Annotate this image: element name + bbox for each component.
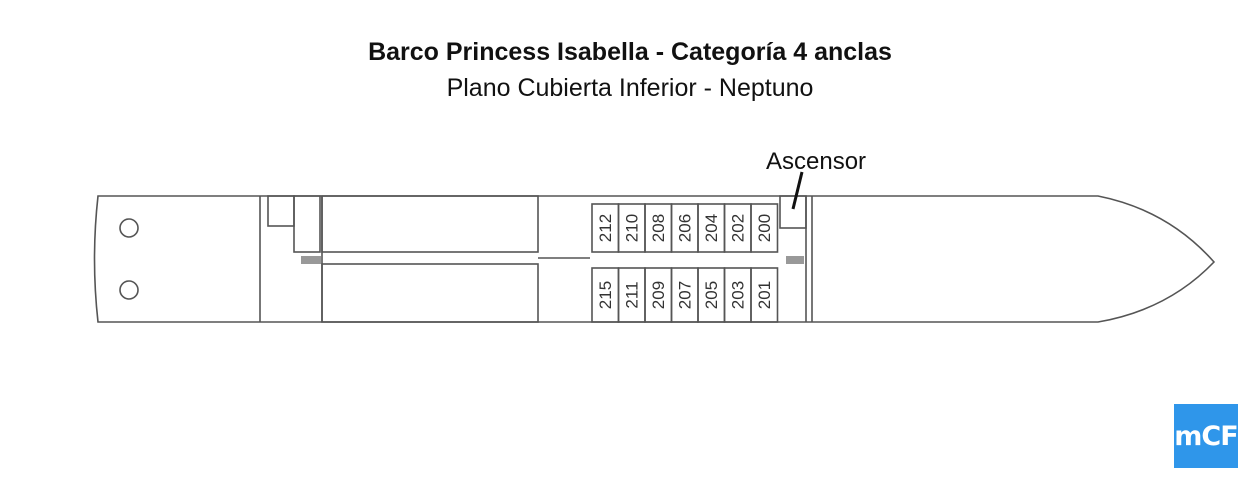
- cabin-number: 205: [702, 281, 721, 309]
- cabin: [750, 267, 779, 323]
- cabin-number: 207: [675, 281, 694, 309]
- stair-marker: [301, 256, 321, 264]
- cabin-number: 204: [702, 214, 721, 242]
- cabin: [750, 203, 779, 253]
- cabin-number: 208: [649, 214, 668, 242]
- cabin-number: 206: [675, 214, 694, 242]
- room-large-top: [321, 195, 539, 253]
- page-subtitle: Plano Cubierta Inferior - Neptuno: [446, 74, 814, 102]
- cabin-number: 209: [649, 281, 668, 309]
- cabin-number: 202: [728, 214, 747, 242]
- cabin-number: 211: [622, 281, 641, 308]
- porthole: [119, 280, 139, 300]
- cabin-number: 212: [596, 214, 615, 242]
- stair-marker: [786, 256, 804, 264]
- cabin-number: 210: [622, 214, 641, 242]
- cabin-number: 201: [755, 281, 774, 309]
- elevator-label: Ascensor: [766, 148, 866, 175]
- elevator: [779, 195, 807, 229]
- cabin-number: 215: [596, 281, 615, 309]
- room-large-bottom: [321, 263, 539, 323]
- mcf-logo: mCF: [1174, 404, 1239, 468]
- page-title: Barco Princess Isabella - Categoría 4 an…: [368, 38, 892, 66]
- hull-outline: [93, 195, 1216, 323]
- cabin-number: 203: [728, 281, 747, 309]
- cabin-number: 200: [755, 214, 774, 242]
- porthole: [119, 218, 139, 238]
